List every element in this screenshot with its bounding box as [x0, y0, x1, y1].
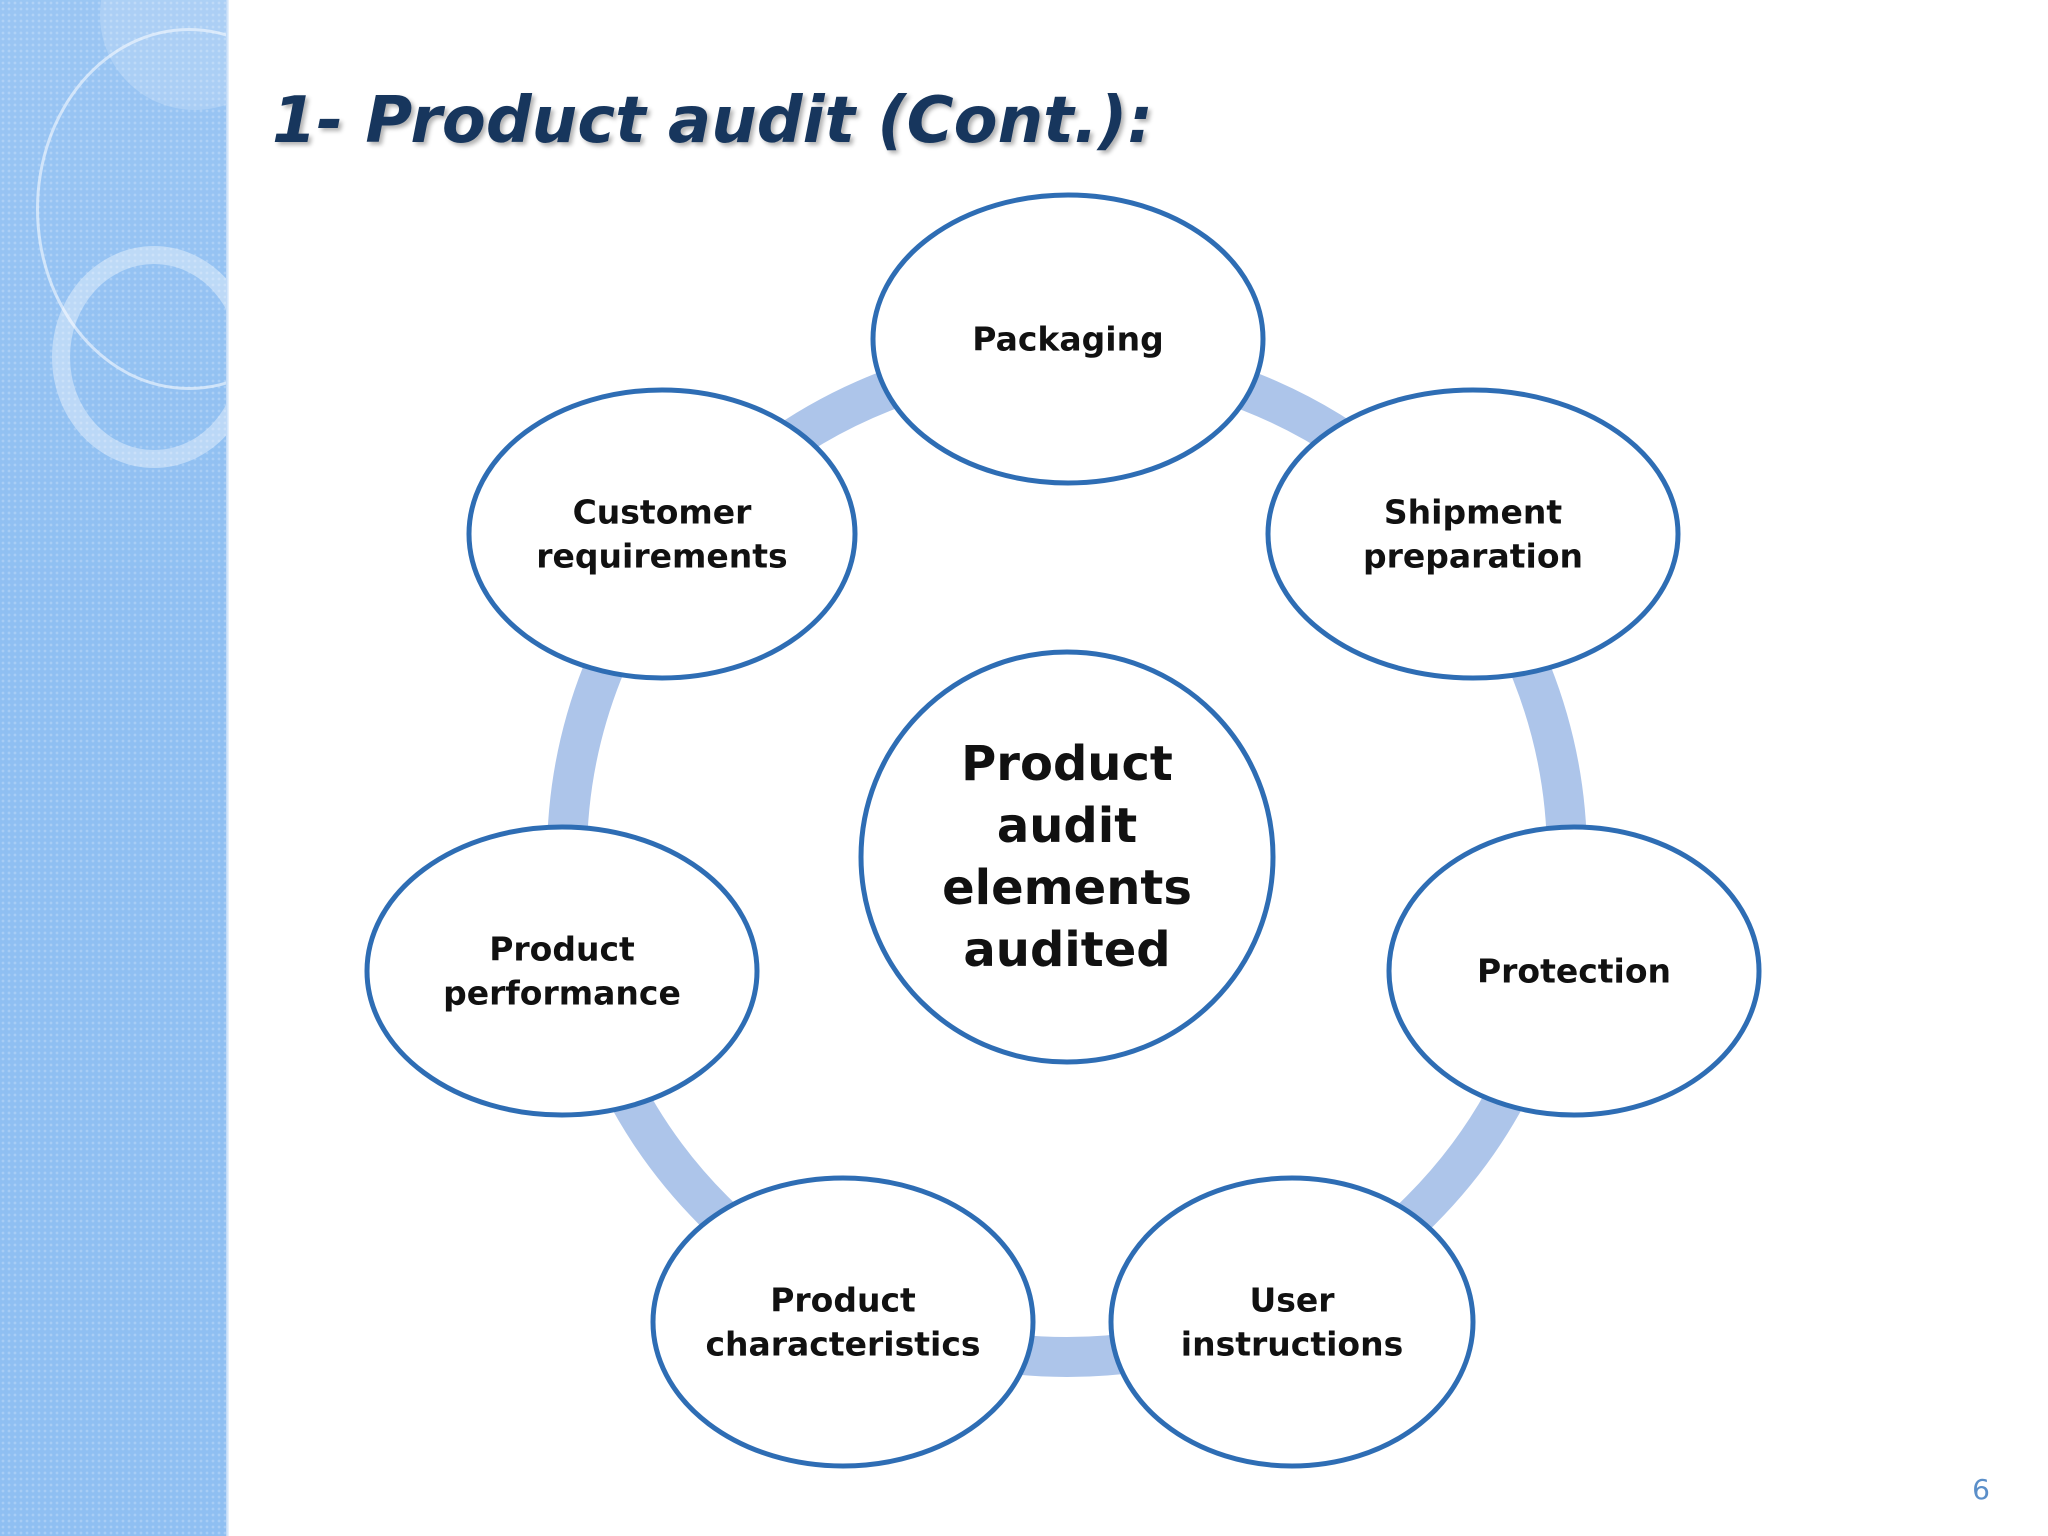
node-shipment-preparation-label: preparation — [1363, 537, 1583, 576]
node-product-performance-shape — [364, 824, 760, 1118]
node-product-characteristics-label: Product — [770, 1281, 916, 1320]
center-node-label: audit — [997, 798, 1137, 854]
node-customer-requirements-label: requirements — [536, 537, 787, 576]
node-packaging-shape — [870, 192, 1266, 486]
node-packaging-label: Packaging — [972, 320, 1163, 359]
node-protection: Protection — [1386, 824, 1762, 1118]
node-product-characteristics-shape — [650, 1175, 1036, 1469]
center-node-label: audited — [963, 922, 1170, 978]
node-shipment-preparation-shape — [1265, 387, 1681, 681]
node-user-instructions-shape — [1108, 1175, 1476, 1469]
node-protection-label: Protection — [1477, 952, 1671, 991]
node-shipment-preparation: Shipment preparation — [1265, 387, 1681, 681]
center-node: Product audit elements audited — [858, 649, 1276, 1065]
center-node-label: elements — [942, 860, 1192, 916]
node-user-instructions-label: User — [1249, 1281, 1335, 1320]
page-number: 6 — [1972, 1473, 1990, 1506]
center-node-shape — [858, 649, 1276, 1065]
node-product-performance-label: performance — [443, 974, 681, 1013]
sidebar-edge — [226, 0, 229, 1536]
node-product-performance-label: Product — [489, 930, 635, 969]
node-customer-requirements-shape — [466, 387, 858, 681]
node-packaging: Packaging — [870, 192, 1266, 486]
node-user-instructions: User instructions — [1108, 1175, 1476, 1469]
node-customer-requirements-label: Customer — [573, 493, 753, 532]
node-product-characteristics: Product characteristics — [650, 1175, 1036, 1469]
node-product-characteristics-label: characteristics — [705, 1325, 980, 1364]
slide-title: 1- Product audit (Cont.): — [272, 84, 1153, 158]
node-protection-shape — [1386, 824, 1762, 1118]
node-customer-requirements: Customer requirements — [466, 387, 858, 681]
node-user-instructions-label: instructions — [1181, 1325, 1403, 1364]
decorative-sidebar — [0, 0, 228, 1536]
node-shipment-preparation-label: Shipment — [1384, 493, 1562, 532]
node-product-performance: Product performance — [364, 824, 760, 1118]
center-node-label: Product — [961, 736, 1173, 792]
